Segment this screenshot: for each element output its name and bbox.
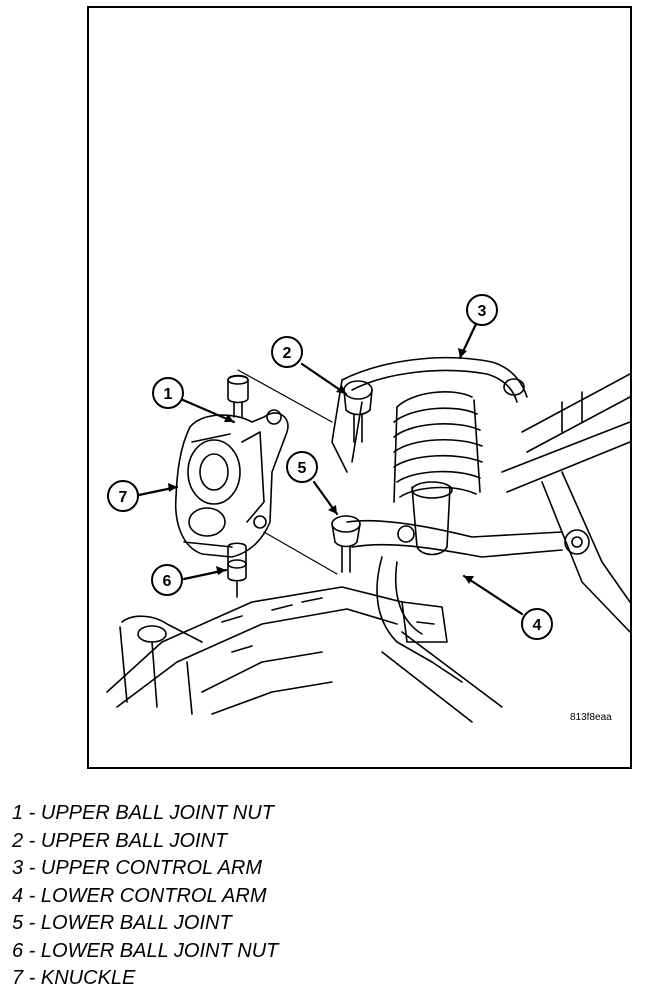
svg-text:2: 2 — [283, 345, 292, 362]
legend-item: 5 - LOWER BALL JOINT — [12, 912, 232, 934]
leader-1 — [181, 398, 236, 424]
legend-item: 6 - LOWER BALL JOINT NUT — [12, 939, 279, 962]
legend-list: 1 - UPPER BALL JOINT NUT 2 - UPPER BALL … — [12, 800, 278, 993]
callout-5: 5 — [286, 451, 318, 483]
legend-item: 3 - UPPER CONTROL ARM — [12, 857, 263, 879]
callouts: 1 2 3 4 5 6 7 — [107, 294, 553, 640]
lower-control-arm — [346, 519, 590, 723]
svg-text:7: 7 — [119, 489, 128, 506]
callout-3: 3 — [466, 294, 498, 326]
legend-item: 4 - LOWER CONTROL ARM — [12, 884, 267, 907]
svg-text:1: 1 — [164, 386, 173, 403]
legend-item: 1 - UPPER BALL JOINT NUT — [12, 802, 274, 824]
svg-text:3: 3 — [478, 303, 487, 320]
callout-2: 2 — [271, 336, 303, 368]
figure-code: 813f8eaa — [570, 712, 612, 723]
figure-frame: 1 2 3 4 5 6 7 — [87, 6, 632, 769]
callout-1: 1 — [152, 377, 184, 409]
upper-ball-joint-nut-part — [227, 374, 249, 418]
leader-4 — [462, 574, 524, 616]
svg-text:4: 4 — [533, 617, 542, 634]
callout-7: 7 — [107, 480, 139, 512]
frame-crossmember — [106, 586, 403, 715]
upper-control-arm — [331, 356, 528, 473]
assembly-lines — [237, 369, 338, 575]
callout-4: 4 — [521, 608, 553, 640]
knuckle — [174, 409, 289, 558]
svg-text:6: 6 — [163, 573, 172, 590]
svg-text:5: 5 — [298, 460, 307, 477]
suspension-drawing: 1 2 3 4 5 6 7 — [106, 294, 630, 723]
lower-ball-joint-part — [331, 515, 361, 573]
upper-ball-joint-part — [343, 380, 373, 443]
callout-arrowheads — [168, 348, 474, 584]
frame-rail — [501, 373, 630, 633]
callout-6: 6 — [151, 564, 183, 596]
legend-item: 2 - UPPER BALL JOINT — [12, 829, 228, 852]
lower-ball-joint-nut-part — [227, 542, 247, 598]
coil-spring — [393, 391, 483, 556]
legend-item: 7 - KNUCKLE — [12, 967, 136, 989]
